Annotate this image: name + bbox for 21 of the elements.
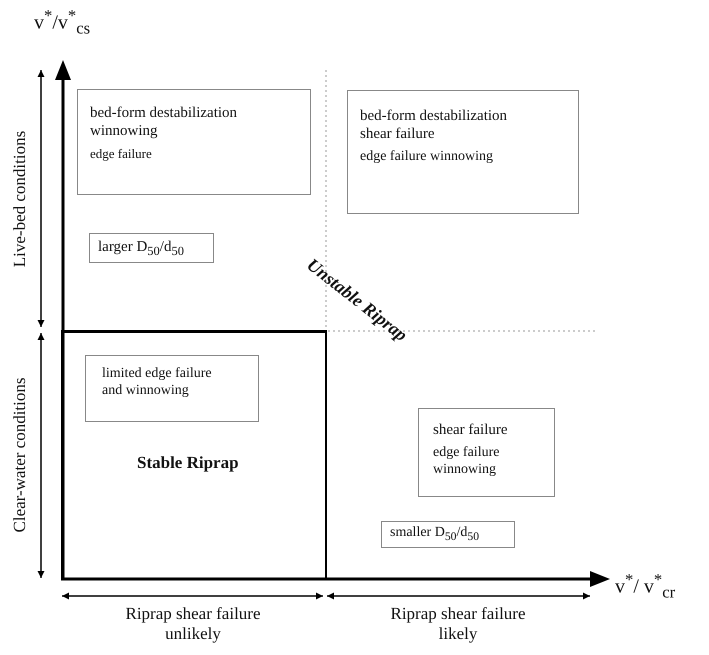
box-text: larger D$_{50}$/d$_{50}$ xyxy=(98,238,185,259)
box-text: edge failure winnowing xyxy=(360,149,494,166)
box-text: edge failure xyxy=(90,146,153,162)
box-text: shear failure xyxy=(433,421,509,439)
text-box xyxy=(347,90,579,214)
box-text: edge failure winnowing xyxy=(433,445,500,479)
condition-label: Clear-water conditions xyxy=(10,378,30,532)
condition-label: Live-bed conditions xyxy=(10,130,30,268)
text-box xyxy=(418,408,555,497)
box-text: bed-form destabilization winnowing xyxy=(90,104,238,140)
text-box xyxy=(85,355,259,422)
stable-region-box xyxy=(61,330,327,580)
text-box xyxy=(77,89,311,195)
box-text: smaller D$_{50}$/d$_{50}$ xyxy=(390,525,480,544)
text-box xyxy=(381,521,515,548)
region-label: Stable Riprap xyxy=(137,453,239,474)
box-text: limited edge failure and winnowing xyxy=(102,366,213,400)
box-text: bed-form destabilization shear failure xyxy=(360,107,508,143)
axis-range-label: Riprap shear failure likely xyxy=(390,604,526,644)
axis-range-label: Riprap shear failure unlikely xyxy=(124,604,262,644)
text-box xyxy=(89,233,214,263)
